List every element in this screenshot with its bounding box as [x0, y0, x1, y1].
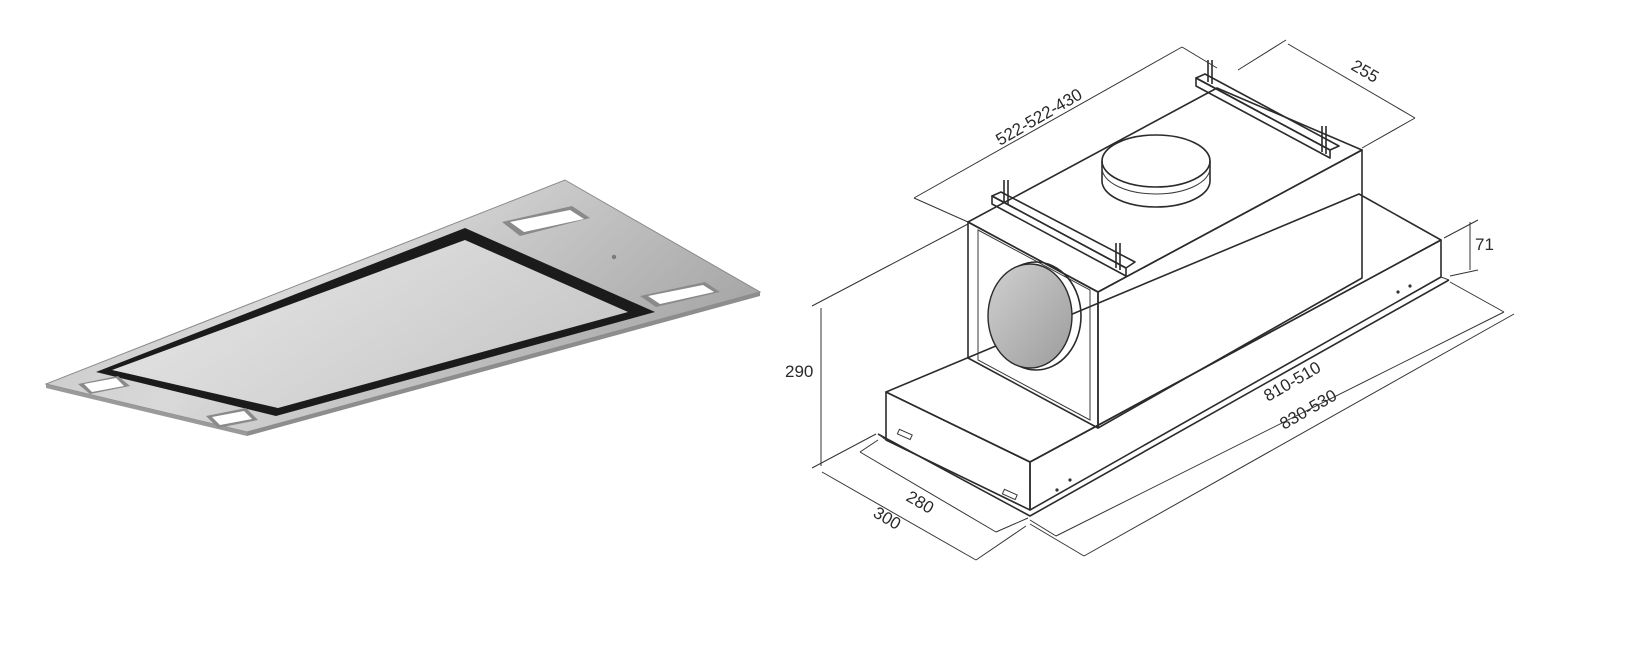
led-light-bottom [206, 408, 258, 428]
led-light-top [502, 206, 590, 236]
dim-outer-depth: 300 [870, 503, 904, 534]
hood-plate-edge-right [247, 292, 760, 436]
hood-plate-edge [46, 384, 247, 436]
technical-drawing: 522-522-430 255 290 71 810-510 830-530 2… [785, 39, 1515, 561]
dim-height: 290 [785, 362, 813, 381]
side-outlet [987, 261, 1082, 371]
bracket-front [991, 180, 1136, 277]
motor-box [967, 60, 1363, 429]
base-tray [877, 193, 1450, 517]
bracket-back [1195, 60, 1340, 159]
glass-panel [112, 240, 628, 408]
dimension-lines [811, 39, 1515, 561]
led-light-right [640, 282, 720, 307]
hood-photo [44, 179, 762, 436]
dim-inner-depth: 280 [903, 487, 937, 518]
dim-top-depth: 522-522-430 [993, 85, 1086, 150]
dim-step-height: 71 [1475, 235, 1494, 254]
control-dot [611, 254, 617, 260]
top-outlet [1101, 134, 1211, 208]
dimension-labels: 522-522-430 255 290 71 810-510 830-530 2… [785, 56, 1494, 534]
led-light-left [78, 376, 130, 394]
